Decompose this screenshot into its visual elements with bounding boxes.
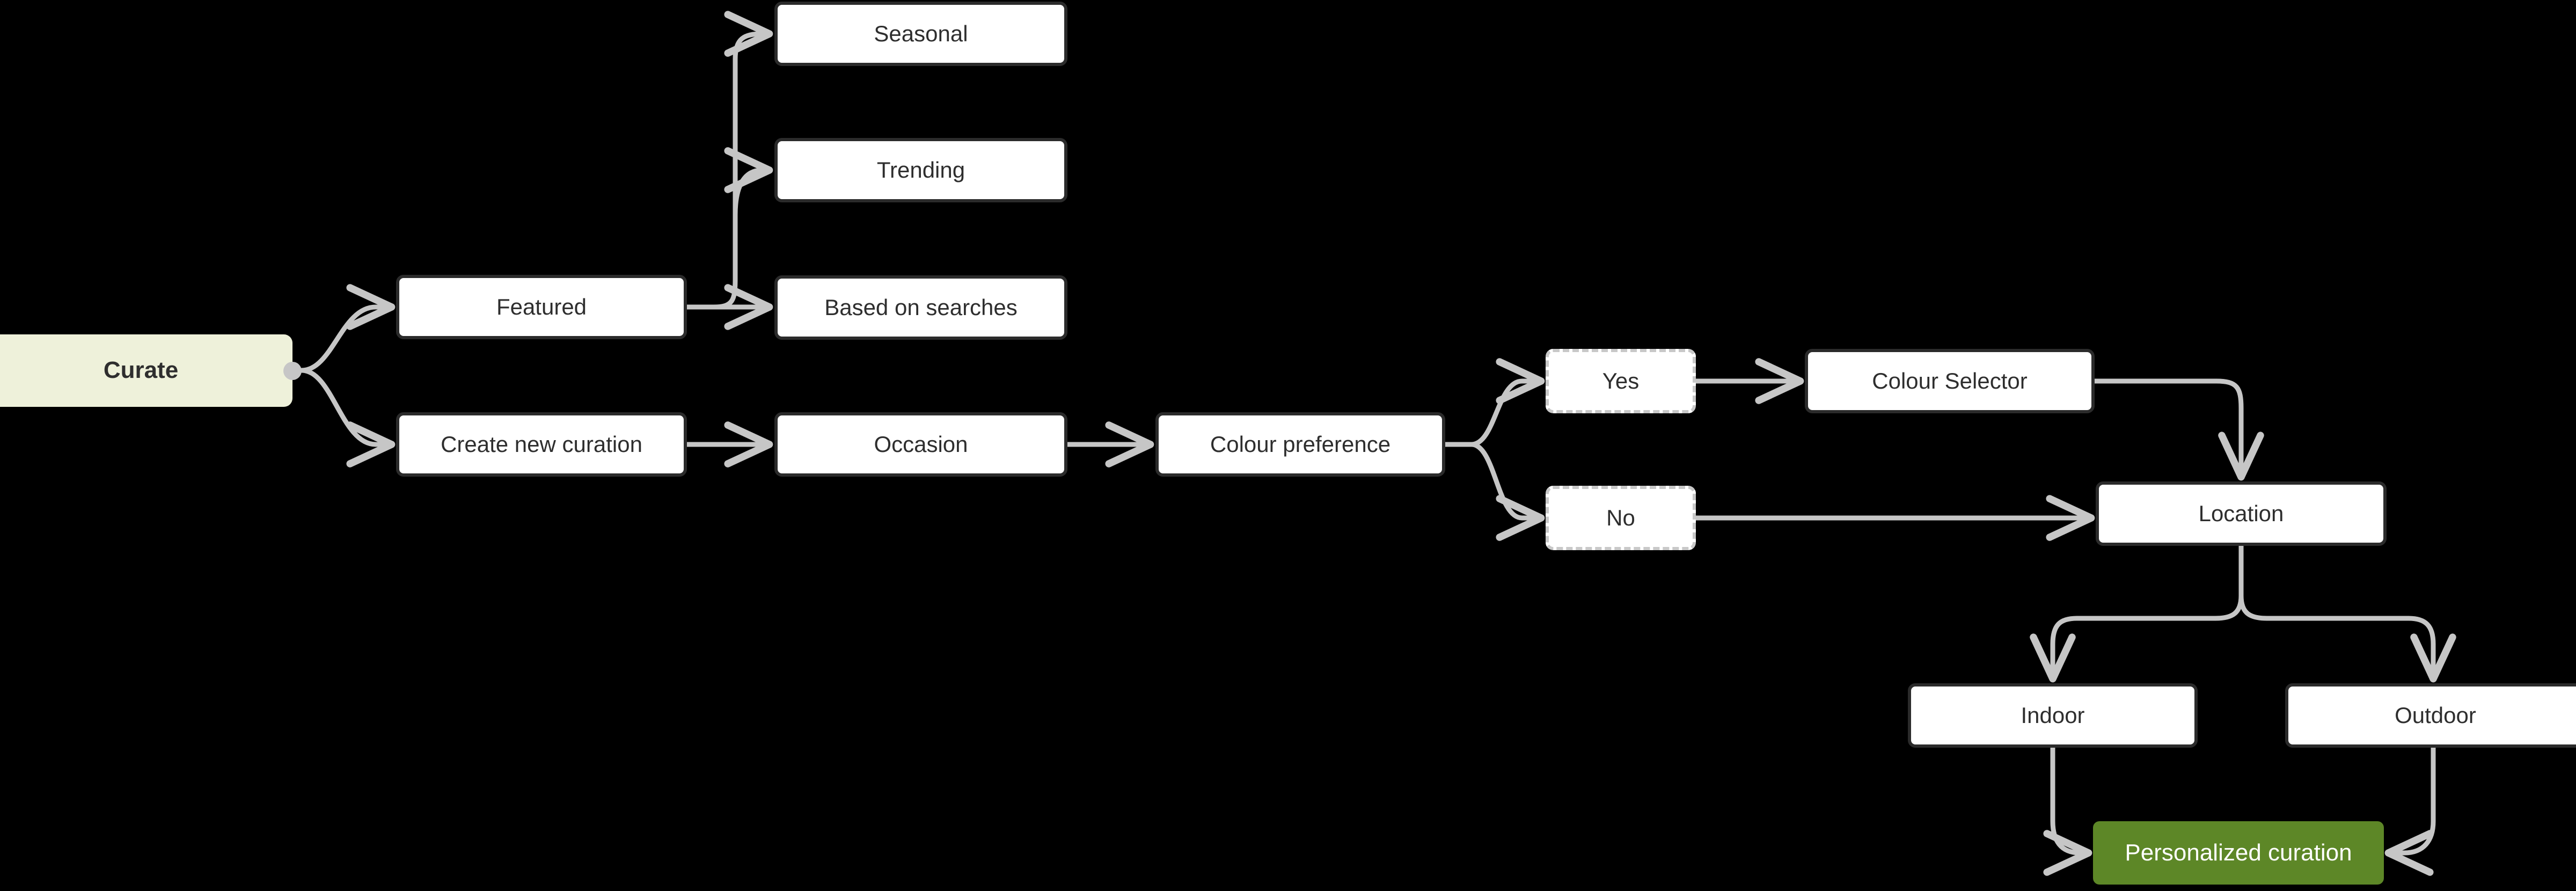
node-create_new[interactable]: Create new curation xyxy=(396,412,687,477)
edge-indoor-personalized xyxy=(2043,745,2092,876)
node-based_search[interactable]: Based on searches xyxy=(774,275,1067,340)
node-indoor[interactable]: Indoor xyxy=(1908,683,2198,748)
edge-colour-pref-yes xyxy=(1443,358,1545,447)
node-occasion[interactable]: Occasion xyxy=(774,412,1067,477)
node-yes[interactable]: Yes xyxy=(1546,349,1696,413)
node-featured[interactable]: Featured xyxy=(396,275,687,339)
edge-featured-trending xyxy=(724,147,773,217)
node-label-trending: Trending xyxy=(876,157,965,182)
node-no[interactable]: No xyxy=(1546,486,1696,550)
node-colour_pref[interactable]: Colour preference xyxy=(1155,412,1445,477)
curate-output-port[interactable] xyxy=(283,361,302,380)
node-label-create_new: Create new curation xyxy=(441,431,642,457)
node-trending[interactable]: Trending xyxy=(774,138,1067,202)
node-outdoor[interactable]: Outdoor xyxy=(2285,683,2576,748)
node-label-colour_pref: Colour preference xyxy=(1210,431,1391,457)
node-curate[interactable]: Curate xyxy=(0,334,292,407)
edge-colour-pref-no xyxy=(1443,442,1545,541)
node-colour_sel[interactable]: Colour Selector xyxy=(1805,349,2095,413)
node-location[interactable]: Location xyxy=(2096,481,2387,546)
node-label-yes: Yes xyxy=(1602,368,1640,393)
edge-curate-create-new xyxy=(299,368,396,468)
node-label-featured: Featured xyxy=(496,294,587,319)
node-label-location: Location xyxy=(2198,500,2284,526)
node-personalized[interactable]: Personalized curation xyxy=(2093,821,2384,885)
node-label-occasion: Occasion xyxy=(874,431,968,457)
edge-featured-seasonal xyxy=(684,11,773,310)
node-label-based_search: Based on searches xyxy=(824,294,1018,320)
node-label-no: No xyxy=(1606,505,1635,530)
node-label-personalized: Personalized curation xyxy=(2125,839,2352,866)
edge-curate-featured xyxy=(299,284,396,373)
node-label-indoor: Indoor xyxy=(2021,702,2085,728)
node-label-colour_sel: Colour Selector xyxy=(1872,368,2028,393)
node-label-curate: Curate xyxy=(103,357,179,384)
edge-colour-selector-location xyxy=(2092,378,2264,481)
node-label-outdoor: Outdoor xyxy=(2395,702,2476,728)
edge-location-outdoor xyxy=(2238,543,2456,683)
node-seasonal[interactable]: Seasonal xyxy=(774,2,1067,66)
edge-location-indoor xyxy=(2030,543,2244,683)
node-label-seasonal: Seasonal xyxy=(874,20,968,46)
edge-outdoor-personalized xyxy=(2384,745,2436,876)
